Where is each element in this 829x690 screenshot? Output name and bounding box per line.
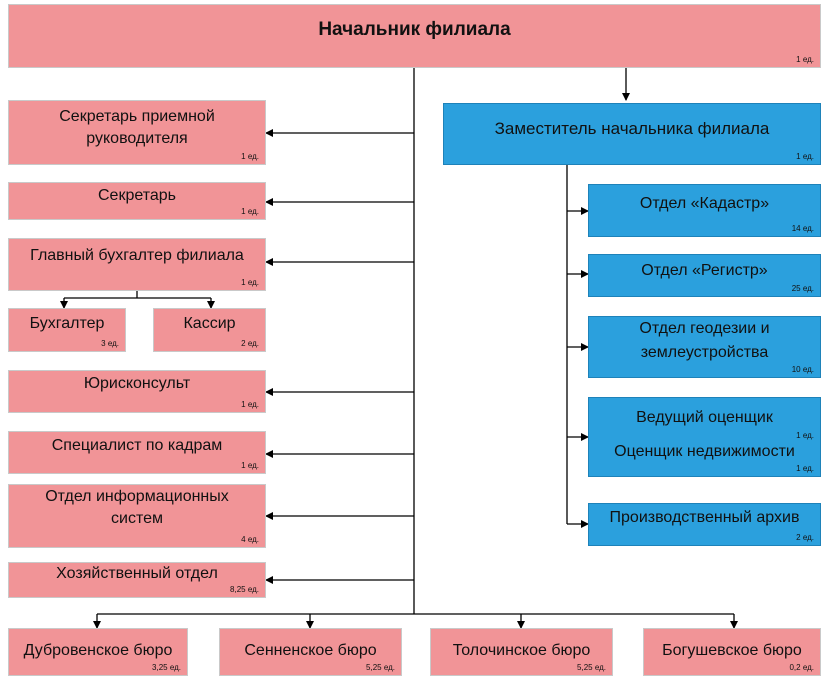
unit-name: Отдел «Кадастр»: [639, 195, 770, 212]
bureau-bogushevsk: Богушевское бюро 0,2 ед.: [643, 628, 821, 676]
bureau-dubrovno: Дубровенское бюро 3,25 ед.: [8, 628, 188, 676]
deputy-title: Заместитель начальника филиала: [494, 119, 770, 138]
unit-count: 2 ед.: [796, 533, 814, 542]
bureau-name: Дубровенское бюро: [23, 642, 173, 659]
bureau-count: 3,25 ед.: [152, 663, 181, 672]
unit-name: Секретарь приемной руководителя: [59, 108, 215, 147]
unit-name-2: Оценщик недвижимости: [614, 443, 795, 460]
unit-count: 8,25 ед.: [230, 585, 259, 594]
unit-register: Отдел «Регистр» 25 ед.: [588, 254, 821, 297]
head-title: Начальник филиала: [318, 19, 511, 40]
unit-count: 14 ед.: [791, 224, 814, 233]
unit-count: 1 ед.: [241, 207, 259, 216]
unit-reception-secretary: Секретарь приемной руководителя 1 ед.: [8, 100, 266, 165]
deputy-box: Заместитель начальника филиала 1 ед.: [443, 103, 821, 165]
unit-cashier: Кассир 2 ед.: [153, 308, 266, 352]
unit-name: Кассир: [183, 315, 236, 332]
unit-count: 1 ед.: [241, 278, 259, 287]
unit-household: Хозяйственный отдел 8,25 ед.: [8, 562, 266, 598]
unit-name: Специалист по кадрам: [51, 437, 223, 454]
unit-count: 1 ед.: [241, 400, 259, 409]
unit-count: 1 ед.: [241, 461, 259, 470]
unit-count: 10 ед.: [791, 365, 814, 374]
bureau-count: 5,25 ед.: [366, 663, 395, 672]
unit-name: Отдел информационных систем: [45, 488, 229, 527]
head-box: Начальник филиала 1 ед.: [8, 4, 821, 68]
unit-hr: Специалист по кадрам 1 ед.: [8, 431, 266, 474]
bureau-name: Толочинское бюро: [452, 642, 591, 659]
unit-geodesy: Отдел геодезии и землеустройства 10 ед.: [588, 316, 821, 378]
unit-count-2: 1 ед.: [796, 464, 814, 473]
unit-name: Ведущий оценщик: [636, 409, 773, 426]
unit-count: 1 ед.: [241, 152, 259, 161]
unit-chief-accountant: Главный бухгалтер филиала 1 ед.: [8, 238, 266, 291]
unit-name: Бухгалтер: [29, 315, 105, 332]
unit-count: 3 ед.: [101, 339, 119, 348]
unit-appraisers: Ведущий оценщик 1 ед. Оценщик недвижимос…: [588, 397, 821, 477]
unit-secretary: Секретарь 1 ед.: [8, 182, 266, 220]
unit-it: Отдел информационных систем 4 ед.: [8, 484, 266, 548]
bureau-count: 0,2 ед.: [789, 663, 814, 672]
deputy-count: 1 ед.: [796, 152, 814, 161]
unit-cadastre: Отдел «Кадастр» 14 ед.: [588, 184, 821, 237]
head-count: 1 ед.: [796, 55, 814, 64]
bureau-name: Сенненское бюро: [244, 642, 377, 659]
unit-name: Юрисконсульт: [83, 375, 191, 392]
unit-count: 4 ед.: [241, 535, 259, 544]
unit-count: 25 ед.: [791, 284, 814, 293]
bureau-name: Богушевское бюро: [662, 642, 802, 659]
unit-count: 1 ед.: [796, 431, 814, 440]
unit-name: Главный бухгалтер филиала: [30, 247, 244, 264]
bureau-tolochin: Толочинское бюро 5,25 ед.: [430, 628, 613, 676]
unit-name: Хозяйственный отдел: [56, 565, 218, 582]
unit-name: Отдел геодезии и землеустройства: [639, 320, 770, 361]
unit-legal: Юрисконсульт 1 ед.: [8, 370, 266, 413]
unit-count: 2 ед.: [241, 339, 259, 348]
unit-name: Секретарь: [98, 187, 176, 204]
unit-name: Отдел «Регистр»: [641, 262, 768, 279]
bureau-senno: Сенненское бюро 5,25 ед.: [219, 628, 402, 676]
unit-archive: Производственный архив 2 ед.: [588, 503, 821, 546]
unit-accountant: Бухгалтер 3 ед.: [8, 308, 126, 352]
bureau-count: 5,25 ед.: [577, 663, 606, 672]
unit-name: Производственный архив: [609, 509, 800, 526]
